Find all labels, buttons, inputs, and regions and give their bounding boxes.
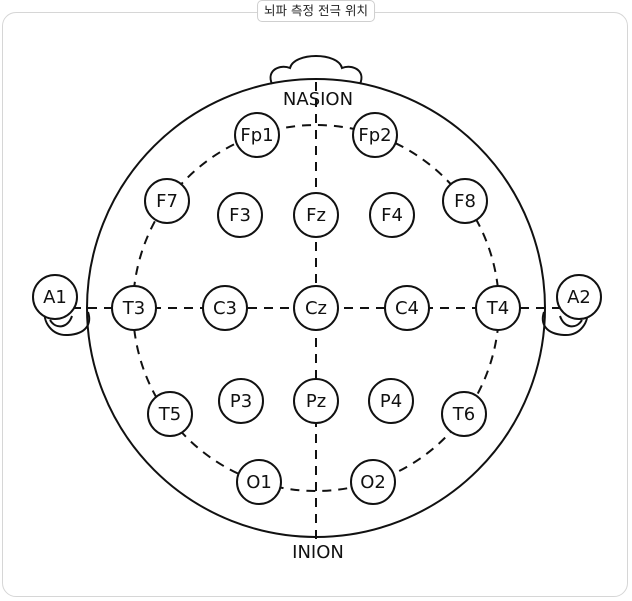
left-ear-inner	[49, 315, 73, 328]
electrode-label: C4	[395, 298, 419, 319]
electrode-label: F3	[229, 205, 251, 226]
electrode-pz: Pz	[293, 378, 339, 424]
electrode-f8: F8	[442, 178, 488, 224]
electrode-label: P4	[380, 391, 402, 412]
electrode-o1: O1	[236, 459, 282, 505]
left-ear-outline	[43, 307, 91, 337]
inion-label: INION	[292, 542, 344, 563]
electrode-label: P3	[230, 391, 252, 412]
right-ear-inner	[559, 315, 583, 328]
electrode-label: F8	[454, 191, 476, 212]
electrode-label: O2	[360, 472, 386, 493]
electrode-label: Fz	[306, 205, 326, 226]
electrode-label: T6	[452, 404, 475, 425]
electrode-label: Fp1	[240, 125, 273, 146]
electrode-label: C3	[213, 298, 237, 319]
electrode-a2: A2	[556, 274, 602, 320]
electrode-f3: F3	[217, 192, 263, 238]
electrode-label: T4	[486, 298, 509, 319]
electrode-label: O1	[246, 472, 272, 493]
electrode-p4: P4	[368, 378, 414, 424]
electrode-fp2: Fp2	[352, 112, 398, 158]
electrode-t3: T3	[111, 285, 157, 331]
electrode-label: Cz	[305, 298, 327, 319]
diagram-title: 뇌파 측정 전극 위치	[257, 0, 375, 22]
electrode-label: Pz	[306, 391, 326, 412]
electrode-fz: Fz	[293, 192, 339, 238]
electrode-label: T5	[158, 404, 181, 425]
electrode-t5: T5	[147, 391, 193, 437]
electrode-cz: Cz	[293, 285, 339, 331]
electrode-c4: C4	[384, 285, 430, 331]
electrode-f7: F7	[144, 178, 190, 224]
electrode-fp1: Fp1	[234, 112, 280, 158]
electrode-label: Fp2	[358, 125, 391, 146]
electrode-label: A1	[43, 287, 67, 308]
electrode-t4: T4	[475, 285, 521, 331]
electrode-label: F4	[381, 205, 403, 226]
electrode-c3: C3	[202, 285, 248, 331]
nose-outline	[269, 55, 363, 85]
electrode-o2: O2	[350, 459, 396, 505]
electrode-f4: F4	[369, 192, 415, 238]
electrode-a1: A1	[32, 274, 78, 320]
nasion-label: NASION	[283, 89, 353, 110]
electrode-label: F7	[156, 191, 178, 212]
right-ear-outline	[541, 307, 589, 337]
electrode-label: T3	[122, 298, 145, 319]
electrode-t6: T6	[441, 391, 487, 437]
electrode-label: A2	[567, 287, 591, 308]
electrode-p3: P3	[218, 378, 264, 424]
